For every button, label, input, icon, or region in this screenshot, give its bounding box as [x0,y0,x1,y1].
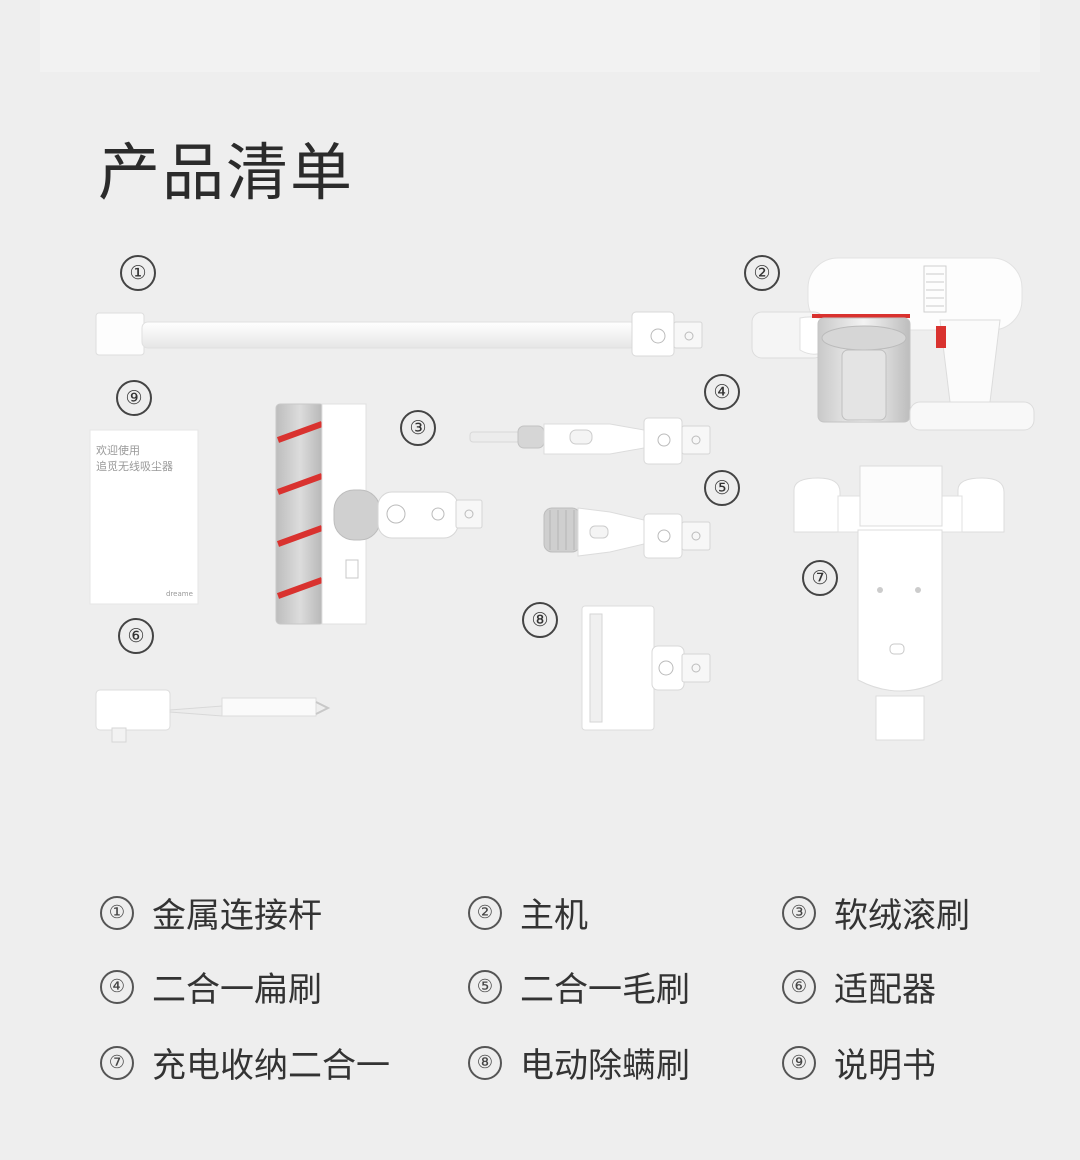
legend-number: ④ [100,969,134,1004]
legend-item-6: ⑥ 适配器 [782,962,936,1011]
legend-item-1: ① 金属连接杆 [100,888,322,937]
mite-brush [581,605,711,731]
marker-5: ⑤ [704,470,740,506]
page-title: 产品清单 [98,136,355,209]
legend-label: 主机 [520,896,588,936]
marker-9: ⑨ [116,380,152,416]
manual-brand: dreame [166,590,193,598]
legend-label: 金属连接杆 [152,896,322,936]
legend-label: 充电收纳二合一 [152,1046,390,1086]
marker-6: ⑥ [118,618,154,654]
legend-number: ⑨ [782,1045,816,1080]
legend-number: ⑥ [782,969,816,1004]
top-band [40,0,1040,72]
marker-4: ④ [704,374,740,410]
legend-item-2: ② 主机 [468,888,588,937]
legend-label: 适配器 [834,970,936,1010]
legend-item-3: ③ 软绒滚刷 [782,888,970,937]
soft-roller-brush [275,403,483,625]
legend-label: 软绒滚刷 [834,896,970,936]
marker-2: ② [744,255,780,291]
legend-number: ③ [782,895,816,930]
main-unit [751,257,1035,431]
legend-item-4: ④ 二合一扁刷 [100,962,322,1011]
legend-number: ② [468,895,502,930]
legend-number: ⑧ [468,1045,502,1080]
legend-item-8: ⑧ 电动除螨刷 [468,1038,690,1087]
marker-1: ① [120,255,156,291]
manual-line-1: 欢迎使用 [96,443,140,457]
legend-label: 电动除螨刷 [520,1046,690,1086]
crevice-brush [469,417,711,465]
legend-item-7: ⑦ 充电收纳二合一 [100,1038,390,1087]
legend-label: 二合一毛刷 [520,970,690,1010]
legend-number: ⑦ [100,1045,134,1080]
marker-7: ⑦ [802,560,838,596]
legend-item-5: ⑤ 二合一毛刷 [468,962,690,1011]
legend-item-9: ⑨ 说明书 [782,1038,936,1087]
charging-storage-mount [793,465,1005,741]
dusting-brush [543,507,711,559]
extension-tube [95,311,703,357]
package-contents-illustration: 欢迎使用 追觅无线吸尘器 dreame [89,257,1035,743]
legend-number: ① [100,895,134,930]
legend-number: ⑤ [468,969,502,1004]
marker-3: ③ [400,410,436,446]
power-adapter [95,689,331,743]
user-manual: 欢迎使用 追觅无线吸尘器 dreame [89,429,199,605]
marker-8: ⑧ [522,602,558,638]
manual-line-2: 追觅无线吸尘器 [96,459,173,473]
legend-label: 说明书 [834,1046,936,1086]
legend-label: 二合一扁刷 [152,970,322,1010]
